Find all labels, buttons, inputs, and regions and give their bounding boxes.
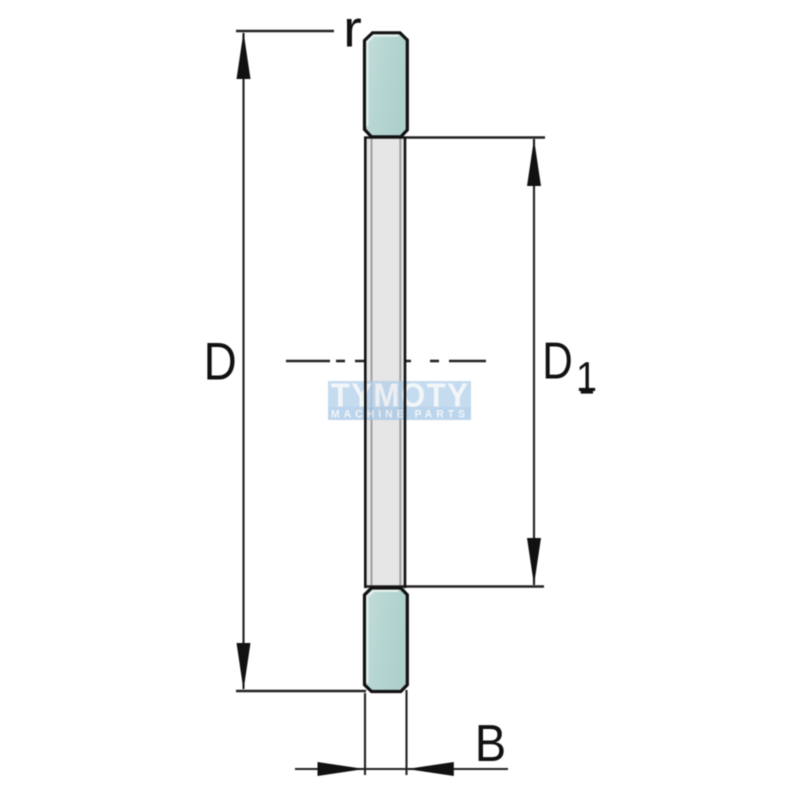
svg-text:MACHINE PARTS: MACHINE PARTS bbox=[331, 408, 469, 420]
svg-text:B: B bbox=[475, 714, 506, 773]
svg-text:D: D bbox=[542, 331, 572, 389]
svg-text:D: D bbox=[204, 331, 237, 391]
svg-text:r: r bbox=[343, 0, 362, 58]
svg-text:TYMOTY: TYMOTY bbox=[331, 377, 470, 414]
svg-text:1: 1 bbox=[576, 354, 597, 400]
